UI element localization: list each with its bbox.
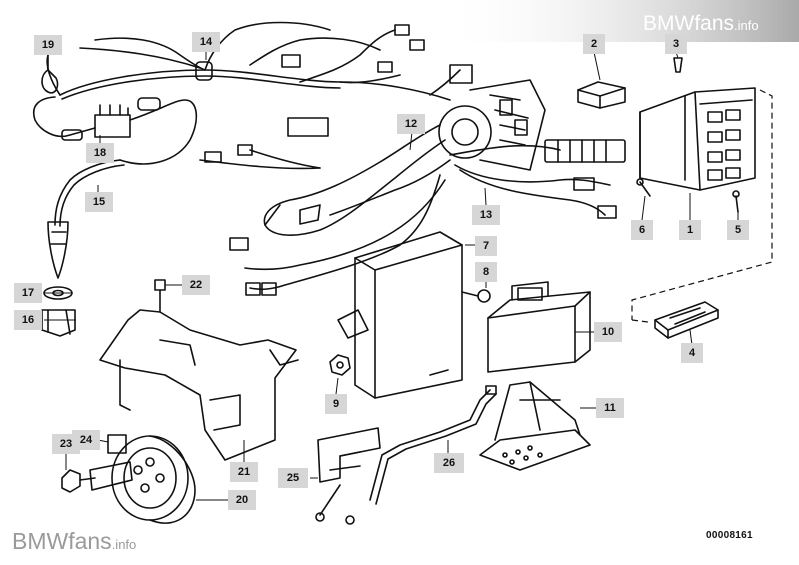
- part-2-cover: [577, 81, 626, 109]
- callout-19: 19: [34, 35, 62, 55]
- callout-6: 6: [631, 220, 653, 240]
- connector: [287, 117, 329, 137]
- harness-connector: [409, 39, 425, 51]
- callout-12: 12: [397, 114, 425, 134]
- callout-7: 7: [475, 236, 497, 256]
- grommet: [195, 61, 213, 81]
- part-16-bracket: [41, 309, 76, 337]
- relay-connector: [449, 64, 473, 84]
- callout-21: 21: [230, 462, 258, 482]
- callout-16: 16: [14, 310, 42, 330]
- connector: [261, 282, 277, 296]
- watermark-suffix: .info: [111, 537, 137, 552]
- callout-18: 18: [86, 143, 114, 163]
- part-11-mount: [479, 381, 591, 471]
- callout-24: 24: [72, 430, 100, 450]
- part-25-bracket: [317, 427, 381, 483]
- callout-8: 8: [475, 262, 497, 282]
- part-13-wiring: [199, 117, 626, 296]
- callout-15: 15: [85, 192, 113, 212]
- watermark-suffix: .info: [734, 18, 759, 33]
- connector: [204, 151, 222, 163]
- callout-22: 22: [182, 275, 210, 295]
- callout-9: 9: [325, 394, 347, 414]
- watermark-brand: BMWfans: [12, 528, 112, 554]
- callout-25: 25: [278, 468, 308, 488]
- callout-5: 5: [727, 220, 749, 240]
- part-22-bolt: [154, 279, 166, 313]
- grouping-dashed-lines: [631, 89, 773, 323]
- part-9-nut: [329, 354, 351, 376]
- connector: [573, 177, 595, 191]
- harness-connector: [281, 54, 301, 68]
- wiring-harness-main: [46, 21, 461, 101]
- callout-20: 20: [228, 490, 256, 510]
- callout-17: 17: [14, 283, 42, 303]
- part-10-relay: [487, 281, 591, 373]
- leader-lines: [44, 51, 739, 501]
- connector: [245, 282, 261, 296]
- part-23-bolt: [61, 469, 96, 493]
- callout-11: 11: [596, 398, 624, 418]
- connector: [597, 205, 617, 219]
- part-7-control-unit: [337, 231, 463, 399]
- part-5-screw: [735, 195, 739, 213]
- part-12-combination-switch: [263, 64, 546, 236]
- part-8-screw: [461, 289, 491, 303]
- callout-13: 13: [472, 205, 500, 225]
- part-1-control-panel: [639, 87, 756, 191]
- part-18-switch: [33, 96, 198, 165]
- diagram-code: 00008161: [706, 530, 753, 541]
- harness-connector: [377, 61, 393, 73]
- multi-pin-connector: [544, 139, 626, 163]
- connector: [237, 144, 253, 156]
- part-20-horn: [89, 435, 196, 524]
- callout-1: 1: [679, 220, 701, 240]
- callout-4: 4: [681, 343, 703, 363]
- inline-connector: [137, 97, 161, 111]
- connector: [229, 237, 249, 251]
- callout-14: 14: [192, 32, 220, 52]
- callout-26: 26: [434, 453, 464, 473]
- watermark-brand: BMWfans: [643, 12, 735, 35]
- part-21-bracket: [99, 309, 299, 461]
- harness-connector: [394, 24, 410, 36]
- callout-3: 3: [665, 34, 687, 54]
- part-26-cable: [315, 385, 497, 525]
- part-24-clip: [107, 434, 127, 454]
- watermark-top: BMWfans.info: [643, 12, 759, 36]
- callout-2: 2: [583, 34, 605, 54]
- part-15-sensor-cable: [47, 159, 125, 279]
- watermark-bottom: BMWfans.info: [12, 528, 136, 555]
- callout-10: 10: [594, 322, 622, 342]
- part-3-screw: [673, 57, 683, 73]
- part-4-switch: [654, 301, 719, 339]
